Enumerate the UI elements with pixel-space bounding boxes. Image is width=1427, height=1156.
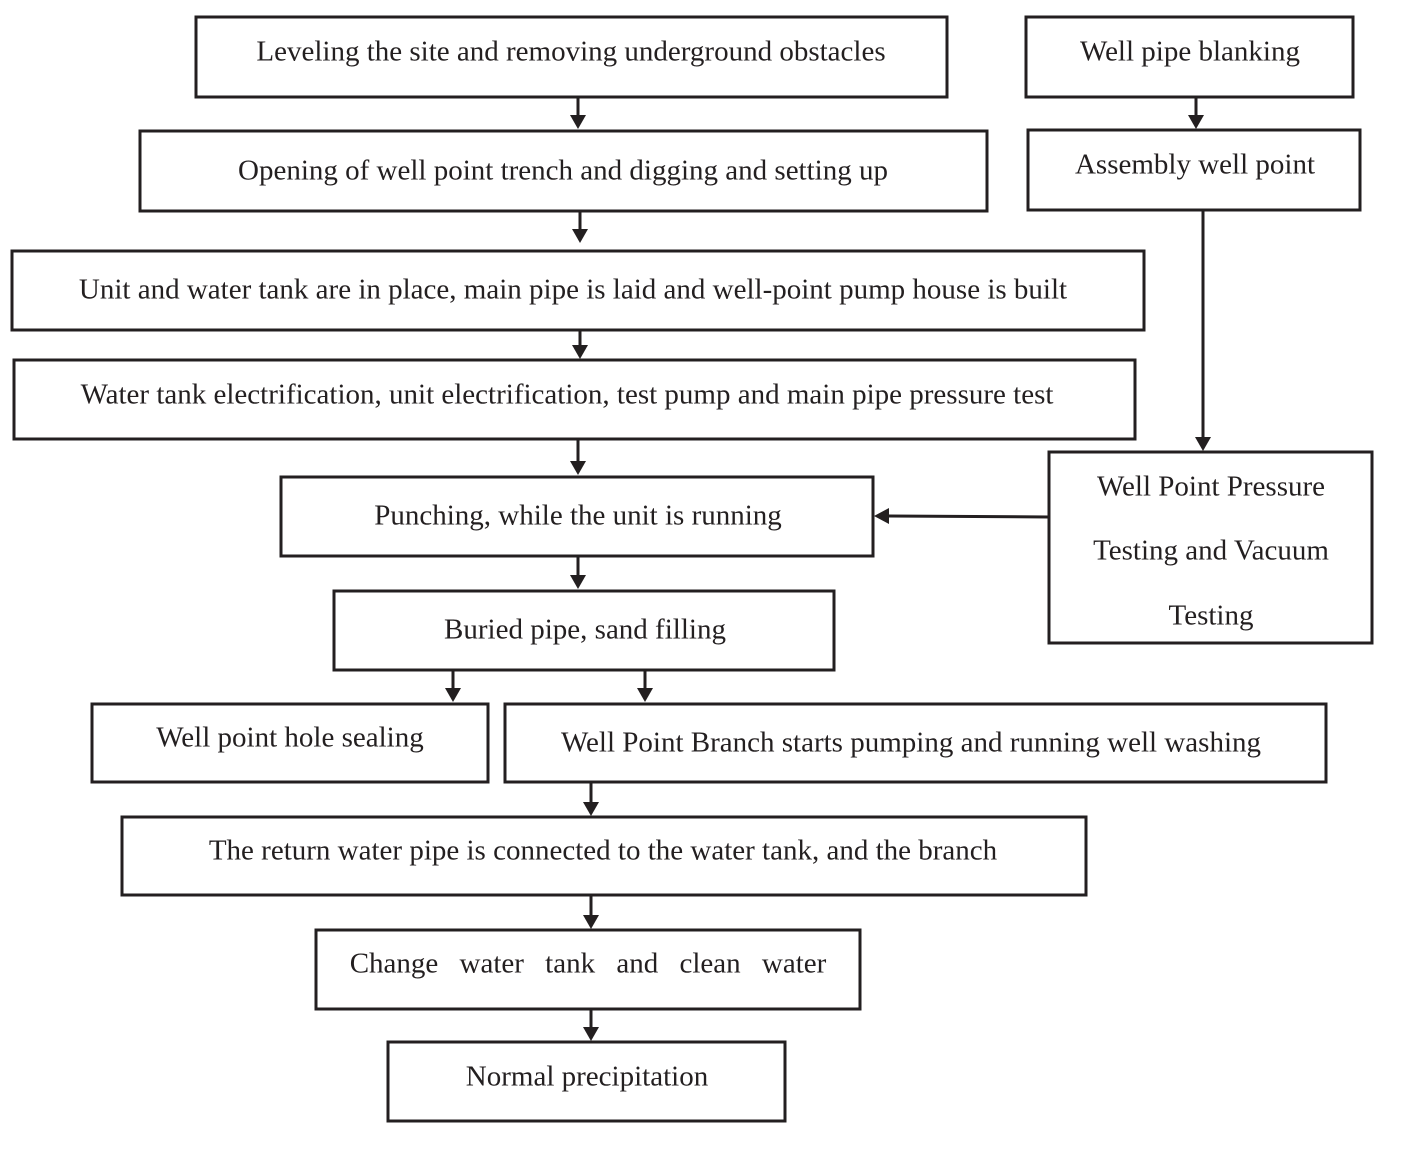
arrow-change-tank-to-normal	[583, 1009, 599, 1041]
arrow-branch-pumping-to-return-pipe	[583, 783, 599, 816]
node-pipe-blanking-label: Well pipe blanking	[1080, 36, 1300, 68]
arrow-buried-pipe-to-branch-pumping	[637, 670, 653, 702]
arrow-electrification-to-punching	[570, 439, 586, 475]
edges	[445, 97, 1211, 1041]
node-unit-tank-label: Unit and water tank are in place, main p…	[79, 274, 1067, 306]
node-hole-sealing: Well point hole sealing	[90, 702, 490, 784]
node-electrification-label: Water tank electrification, unit electri…	[81, 379, 1054, 411]
node-change-tank: Change water tank and clean water	[314, 928, 862, 1011]
arrow-punching-to-buried-pipe	[570, 556, 586, 589]
node-pressure-test-line-1: Well Point Pressure	[1097, 471, 1325, 503]
node-opening: Opening of well point trench and digging…	[138, 129, 989, 213]
arrow-unit-tank-to-electrification	[572, 330, 588, 359]
node-pressure-test: Well Point Pressure Testing and Vacuum T…	[1047, 450, 1374, 645]
arrow-leveling-to-opening	[570, 97, 586, 129]
node-normal: Normal precipitation	[386, 1040, 787, 1123]
node-buried-pipe: Buried pipe, sand filling	[332, 589, 836, 672]
arrow-pipe-blanking-to-assembly	[1188, 97, 1204, 129]
node-assembly: Assembly well point	[1026, 128, 1362, 212]
arrow-assembly-to-pressure-test	[1195, 210, 1211, 451]
node-punching-label: Punching, while the unit is running	[374, 500, 782, 532]
node-pressure-test-line-3: Testing	[1169, 600, 1254, 632]
node-pipe-blanking: Well pipe blanking	[1024, 15, 1355, 99]
arrow-pressure-test-to-punching	[874, 508, 1050, 524]
node-punching: Punching, while the unit is running	[279, 475, 875, 558]
node-branch-pumping-label: Well Point Branch starts pumping and run…	[561, 727, 1261, 759]
node-branch-pumping: Well Point Branch starts pumping and run…	[503, 702, 1328, 784]
node-normal-label: Normal precipitation	[466, 1061, 709, 1093]
node-pressure-test-line-2: Testing and Vacuum	[1093, 535, 1329, 567]
node-unit-tank: Unit and water tank are in place, main p…	[10, 249, 1146, 332]
arrow-opening-to-unit-tank	[572, 211, 588, 243]
node-leveling-label: Leveling the site and removing undergrou…	[256, 36, 885, 68]
arrow-buried-pipe-to-hole-sealing	[445, 670, 461, 702]
node-buried-pipe-label: Buried pipe, sand filling	[444, 614, 726, 646]
node-return-pipe-label: The return water pipe is connected to th…	[209, 835, 998, 867]
node-opening-label: Opening of well point trench and digging…	[238, 155, 888, 187]
node-change-tank-label: Change water tank and clean water	[350, 948, 827, 980]
node-leveling: Leveling the site and removing undergrou…	[194, 15, 949, 99]
node-assembly-label: Assembly well point	[1075, 149, 1315, 181]
node-hole-sealing-label: Well point hole sealing	[156, 722, 423, 754]
node-return-pipe: The return water pipe is connected to th…	[120, 815, 1088, 897]
node-electrification: Water tank electrification, unit electri…	[12, 358, 1137, 441]
arrow-return-pipe-to-change-tank	[583, 896, 599, 929]
